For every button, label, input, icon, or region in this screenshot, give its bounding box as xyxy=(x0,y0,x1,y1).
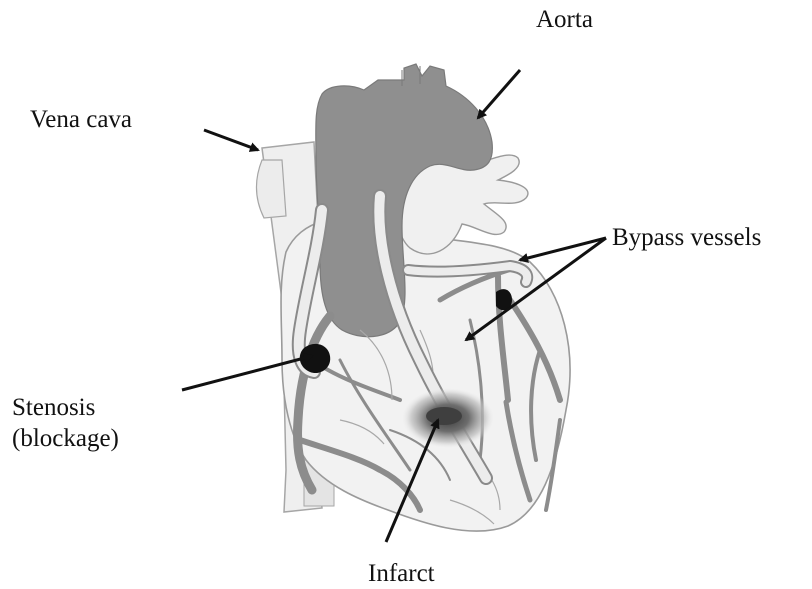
bypass-vessels-label: Bypass vessels xyxy=(612,222,761,253)
stenosis-label: Stenosis (blockage) xyxy=(12,392,119,454)
infarct-region xyxy=(402,388,494,448)
infarct-label: Infarct xyxy=(368,558,435,589)
vena-cava-label: Vena cava xyxy=(30,104,132,135)
aorta-label: Aorta xyxy=(536,4,593,35)
stenosis-label-line1: Stenosis xyxy=(12,392,119,423)
arrow-aorta xyxy=(478,70,520,118)
arrow-vena-cava xyxy=(204,130,258,150)
stenosis-label-line2: (blockage) xyxy=(12,423,119,454)
